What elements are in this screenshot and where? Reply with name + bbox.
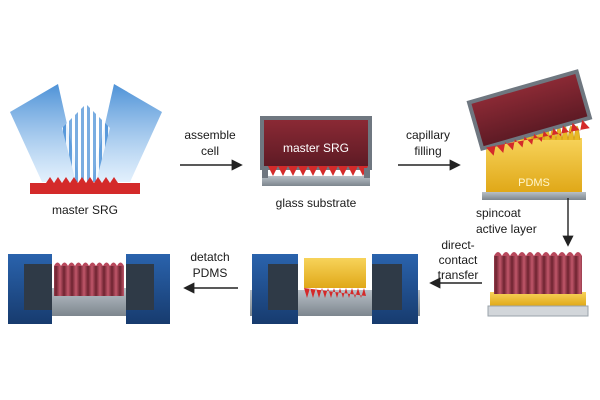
arrow4-label-line1: direct- bbox=[441, 238, 475, 252]
srg-surface-relief bbox=[46, 177, 118, 183]
arrow5-label-line1: detatch bbox=[190, 250, 230, 264]
arrow4-label-line2: contact bbox=[438, 253, 478, 267]
step6-device bbox=[8, 254, 170, 324]
step6-pad-left bbox=[24, 264, 52, 310]
interference-fringes bbox=[62, 104, 110, 182]
arrow1-label-line1: assemble bbox=[184, 128, 236, 142]
master-srg-plate bbox=[260, 116, 372, 170]
step4-ridges bbox=[494, 256, 582, 294]
step4-ridge-tops bbox=[494, 252, 582, 256]
step5-pad-right bbox=[372, 264, 402, 310]
spacer-right bbox=[364, 168, 370, 178]
cell-inner-label: master SRG bbox=[282, 141, 349, 155]
step5-pad-left bbox=[268, 264, 298, 310]
step6-ridge-tops bbox=[54, 262, 124, 266]
step1-interference bbox=[10, 84, 162, 194]
arrow1-label-line2: cell bbox=[200, 144, 219, 158]
step5-pdms bbox=[304, 258, 366, 288]
step3-glass bbox=[482, 192, 586, 200]
laser-beam-left bbox=[10, 84, 80, 182]
step4-backing bbox=[487, 305, 589, 317]
arrow5-label-line2: PDMS bbox=[192, 266, 228, 280]
step1-caption: master SRG bbox=[51, 203, 118, 217]
cell-srg-teeth bbox=[268, 166, 368, 176]
step5-stamp bbox=[250, 254, 420, 324]
arrow3-label-line1: spincoat bbox=[476, 206, 521, 220]
arrow4-label-line3: transfer bbox=[437, 268, 479, 282]
arrow2-label-line1: capillary bbox=[405, 128, 450, 142]
step6-pad-right bbox=[126, 264, 154, 310]
step4-pdms-base bbox=[490, 292, 586, 306]
glass-substrate bbox=[262, 176, 370, 186]
step5-grating bbox=[304, 288, 366, 298]
step6-ridges bbox=[54, 266, 124, 296]
spacer-left bbox=[262, 168, 268, 178]
laser-beam-right bbox=[92, 84, 162, 182]
master-srg-slab bbox=[30, 183, 140, 194]
arrow2-label-line2: filling bbox=[414, 144, 442, 158]
arrow3-label-line2: active layer bbox=[476, 222, 537, 236]
step4-active-layer bbox=[487, 252, 589, 317]
step2-cell bbox=[260, 116, 372, 186]
step3-capillary bbox=[466, 69, 593, 200]
pdms-label: PDMS bbox=[518, 177, 550, 189]
step2-caption: glass substrate bbox=[275, 196, 357, 210]
